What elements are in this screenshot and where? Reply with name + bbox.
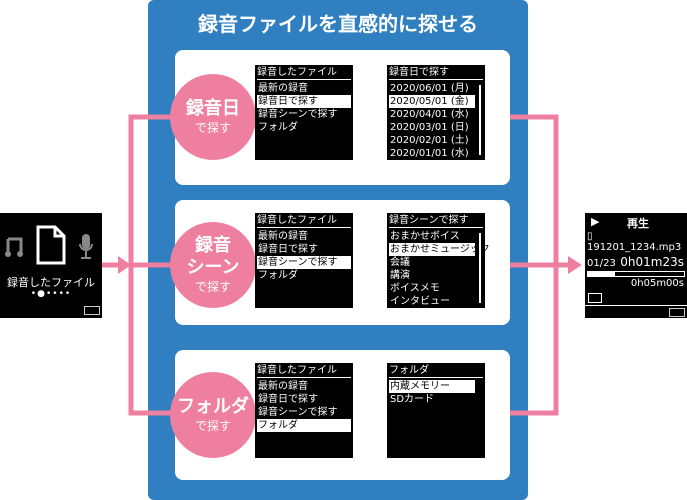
music-note-icon bbox=[5, 237, 23, 257]
file-name: 191201_1234.mp3 bbox=[587, 242, 682, 253]
menu-header: 録音したファイル bbox=[257, 214, 351, 228]
menu-screen: 録音したファイル最新の録音録音日で探す録音シーンで探すフォルダ bbox=[255, 65, 353, 160]
menu-item[interactable]: 録音シーンで探す bbox=[257, 256, 351, 269]
file-icon bbox=[36, 225, 66, 265]
list-item[interactable]: おまかせボイス bbox=[390, 231, 460, 242]
right-device-screen: ▶ 再生 ▯ 191201_1234.mp3 01/23 0h01m23s 0h… bbox=[585, 213, 687, 318]
progress-fill bbox=[588, 272, 615, 276]
battery-icon bbox=[84, 306, 100, 315]
search-mode-circle: フォルダで探す bbox=[170, 372, 256, 458]
list-item[interactable]: おまかせミュージック bbox=[389, 243, 490, 256]
scrollbar[interactable] bbox=[479, 85, 481, 155]
scrollbar[interactable] bbox=[479, 233, 481, 303]
search-mode-circle: 録音シーンで探す bbox=[170, 222, 256, 308]
total-time: 0h05m00s bbox=[630, 278, 684, 289]
list-header: フォルダ bbox=[389, 364, 483, 378]
circle-label: 録音 bbox=[195, 235, 231, 256]
track-number: 01/23 bbox=[587, 258, 616, 269]
menu-item[interactable]: 録音シーンで探す bbox=[258, 407, 338, 418]
menu-item[interactable]: 最新の録音 bbox=[258, 83, 308, 94]
menu-item[interactable]: 最新の録音 bbox=[258, 231, 308, 242]
menu-item[interactable]: フォルダ bbox=[257, 419, 351, 432]
list-screen: 録音シーンで探すおまかせボイスおまかせミュージック会議講演ボイスメモインタビュー… bbox=[387, 213, 490, 320]
circle-sublabel: で探す bbox=[194, 121, 231, 135]
page-dots: •●•••• bbox=[30, 289, 72, 299]
list-item[interactable]: インタビュー bbox=[390, 296, 450, 307]
progress-bar bbox=[587, 271, 685, 277]
list-header: 録音シーンで探す bbox=[389, 214, 483, 228]
menu-header: 録音したファイル bbox=[257, 364, 351, 378]
menu-header: 録音したファイル bbox=[257, 66, 351, 80]
circle-label: 録音日 bbox=[186, 98, 240, 119]
list-item[interactable]: SDカード bbox=[390, 394, 435, 405]
circle-sublabel: で探す bbox=[194, 419, 231, 433]
left-device-label: 録音したファイル bbox=[7, 276, 95, 289]
play-icon: ▶ bbox=[591, 215, 600, 228]
search-mode-circle: 録音日で探す bbox=[170, 74, 256, 160]
list-item[interactable]: ボイスメモ bbox=[390, 283, 440, 294]
menu-item[interactable]: フォルダ bbox=[258, 122, 298, 133]
file-icon: ▯ bbox=[587, 231, 593, 242]
play-status: 再生 bbox=[627, 217, 649, 230]
list-item[interactable]: 歌・音楽 bbox=[390, 309, 430, 320]
menu-item[interactable]: 録音シーンで探す bbox=[258, 109, 338, 120]
menu-item[interactable]: 録音日で探す bbox=[258, 244, 318, 255]
panel-title: 録音ファイルを直感的に探せる bbox=[198, 12, 478, 36]
circle-label: フォルダ bbox=[177, 396, 249, 417]
menu-item[interactable]: フォルダ bbox=[258, 270, 298, 281]
menu-item[interactable]: 録音日で探す bbox=[258, 394, 318, 405]
circle-label: シーン bbox=[186, 257, 240, 278]
menu-item[interactable]: 最新の録音 bbox=[258, 381, 308, 392]
list-item[interactable]: 会議 bbox=[390, 257, 410, 268]
left-device-screen: 録音したファイル •●•••• bbox=[0, 213, 102, 318]
list-item[interactable]: 2020/01/01 (水) bbox=[390, 148, 469, 159]
elapsed-time: 0h01m23s bbox=[620, 255, 684, 269]
list-item[interactable]: 2020/05/01 (金) bbox=[389, 95, 475, 108]
list-header: 録音日で探す bbox=[389, 66, 483, 80]
list-item[interactable]: 2019/12/01 (日) bbox=[390, 161, 469, 172]
list-item[interactable]: 講演 bbox=[390, 270, 410, 281]
circle-sublabel: で探す bbox=[194, 280, 231, 294]
menu-screen: 録音したファイル最新の録音録音日で探す録音シーンで探すフォルダ bbox=[255, 213, 353, 308]
microphone-icon bbox=[79, 234, 93, 259]
list-item[interactable]: 2020/03/01 (日) bbox=[390, 122, 469, 133]
list-item[interactable]: 内蔵メモリー bbox=[389, 380, 475, 393]
list-item[interactable]: 2020/06/01 (月) bbox=[390, 83, 469, 94]
menu-item[interactable]: 録音日で探す bbox=[257, 95, 351, 108]
battery-icon bbox=[669, 308, 685, 317]
folder-icon bbox=[588, 293, 602, 303]
file-name-row: ▯ 191201_1234.mp3 bbox=[587, 231, 687, 253]
list-item[interactable]: 2020/04/01 (水) bbox=[390, 109, 469, 120]
menu-screen: 録音したファイル最新の録音録音日で探す録音シーンで探すフォルダ bbox=[255, 363, 353, 458]
list-item[interactable]: 2020/02/01 (土) bbox=[390, 135, 469, 146]
